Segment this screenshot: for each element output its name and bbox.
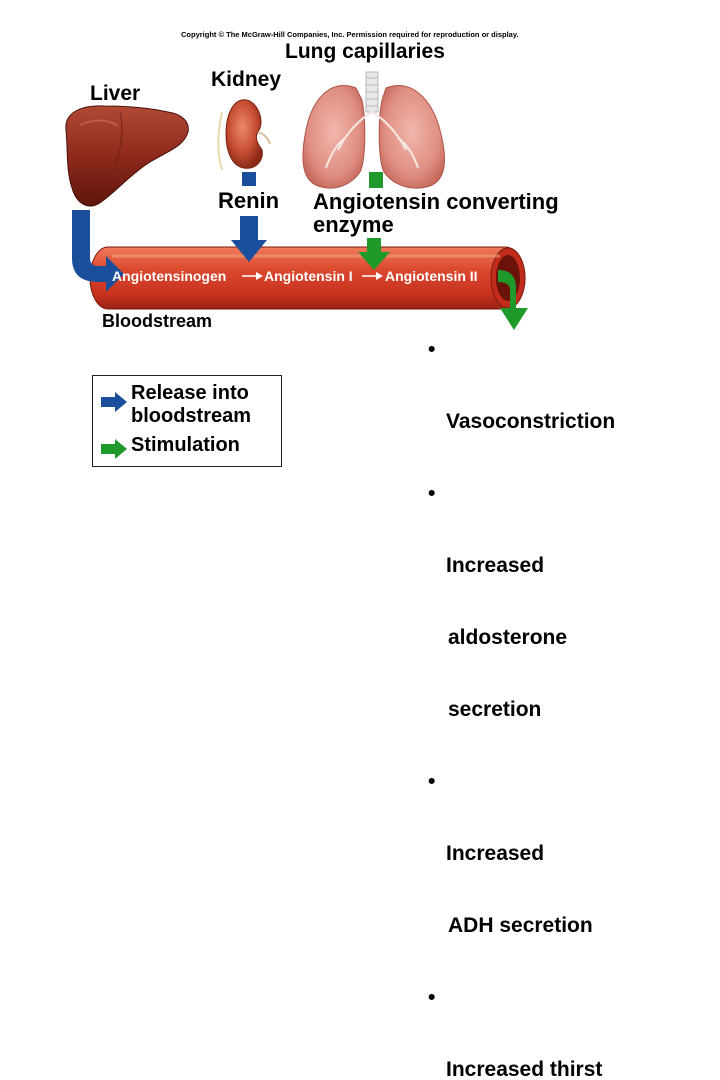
conversion-arrow-icon xyxy=(362,272,383,280)
liver-illustration xyxy=(65,105,189,207)
liver-label: Liver xyxy=(90,82,141,105)
liver-release-arrow-icon xyxy=(72,210,124,292)
ace-label-line2: enzyme xyxy=(313,212,394,237)
effect-line: secretion xyxy=(448,698,542,721)
angiotensin-i-label: Angiotensin I xyxy=(264,268,353,284)
bullet-icon: • xyxy=(428,338,436,361)
legend-release-line2: bloodstream xyxy=(131,405,252,427)
effect-line: Increased thirst xyxy=(446,1058,603,1080)
green-arrow-icon xyxy=(101,439,127,459)
effect-item: • Increased thirst xyxy=(428,986,615,1080)
effect-item: • Increased ADH secretion xyxy=(428,770,615,986)
angiotensin-ii-label: Angiotensin II xyxy=(385,268,478,284)
bullet-icon: • xyxy=(428,770,436,793)
effect-item: • Vasoconstriction xyxy=(428,338,615,482)
legend-stimulation: Stimulation xyxy=(131,434,240,456)
conversion-arrow-icon xyxy=(242,272,263,280)
blue-arrow-icon xyxy=(101,392,127,412)
effect-line: ADH secretion xyxy=(448,914,593,937)
bloodstream-label: Bloodstream xyxy=(102,311,213,331)
ace-label-line1: Angiotensin converting xyxy=(313,189,559,214)
effect-item: • Increased aldosterone secretion xyxy=(428,482,615,770)
effect-line: Increased xyxy=(446,554,545,577)
diagram-canvas xyxy=(65,71,528,330)
effect-line: aldosterone xyxy=(448,626,568,649)
ace-release-arrow-icon xyxy=(358,172,390,270)
effect-line: Vasoconstriction xyxy=(446,410,616,433)
stimulation-arrow-icon xyxy=(498,270,528,330)
renin-release-arrow-icon xyxy=(231,172,267,262)
legend-release-line1: Release into xyxy=(131,382,249,404)
renin-label: Renin xyxy=(218,188,280,213)
bullet-icon: • xyxy=(428,986,436,1009)
effects-list: • Vasoconstriction • Increased aldostero… xyxy=(428,338,615,1080)
bullet-icon: • xyxy=(428,482,436,505)
kidney-illustration xyxy=(217,99,271,171)
effect-line: Increased xyxy=(446,842,545,865)
angiotensinogen-label: Angiotensinogen xyxy=(112,268,227,284)
lung-capillaries-label: Lung capillaries xyxy=(285,40,445,63)
copyright-notice: Copyright © The McGraw-Hill Companies, I… xyxy=(181,30,519,39)
lungs-illustration xyxy=(302,71,446,189)
legend-box: Release into bloodstream Stimulation xyxy=(92,375,282,467)
kidney-label: Kidney xyxy=(211,68,282,91)
